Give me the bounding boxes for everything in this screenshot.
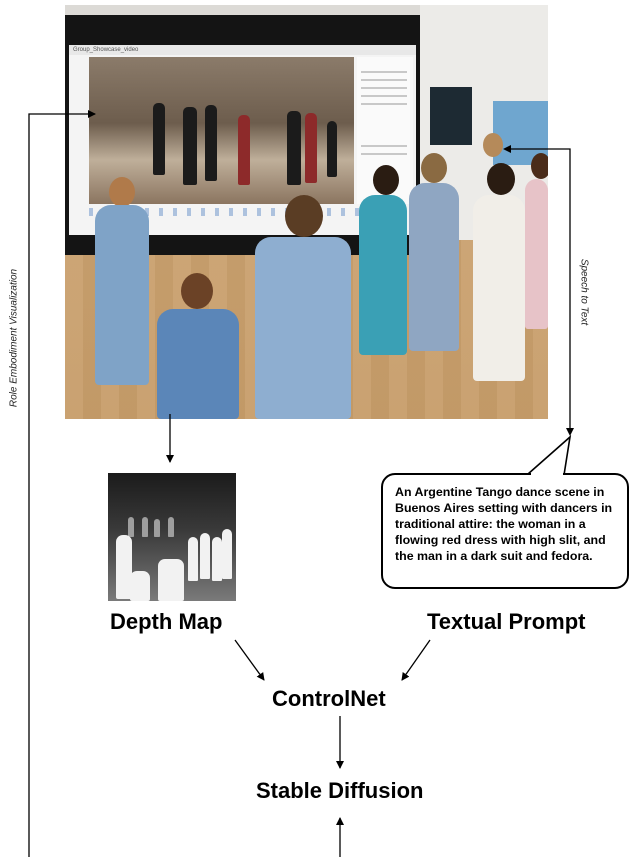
depth-silhouette [154, 519, 160, 537]
depth-silhouette [222, 529, 232, 579]
student-head [181, 273, 213, 309]
arrow-depth-to-controlnet [234, 639, 265, 681]
screen-toolbar [89, 208, 409, 216]
student [525, 179, 548, 329]
depth-silhouette [130, 571, 150, 601]
dancer-figure [153, 103, 165, 175]
textual-prompt-label: Textual Prompt [427, 609, 586, 634]
student-head [421, 153, 447, 183]
student-head [531, 153, 548, 179]
student-head [483, 133, 503, 157]
prompt-speech-bubble: An Argentine Tango dance scene in Buenos… [381, 473, 629, 589]
bubble-tail-joint [531, 473, 563, 477]
student-head [109, 177, 135, 207]
arrowhead-speech-end [566, 428, 574, 436]
depth-silhouette [168, 517, 174, 537]
classroom-photo: Group_Showcase_video [65, 5, 548, 419]
depth-silhouette [188, 537, 198, 581]
student [473, 195, 525, 381]
dancer-figure [205, 105, 217, 181]
panel-text-line [361, 71, 407, 73]
panel-text-line [361, 145, 407, 147]
dancer-figure [327, 121, 337, 177]
depth-silhouette [200, 533, 210, 579]
student [157, 309, 239, 419]
student-head [285, 195, 323, 237]
student [409, 183, 459, 351]
dancer-figure [183, 107, 197, 185]
arrow-role-embodiment-loop [28, 110, 96, 857]
student [95, 205, 149, 385]
dancer-figure [287, 111, 301, 185]
screen-title-bar: Group_Showcase_video [69, 45, 416, 55]
speech-to-text-label: Speech to Text [578, 258, 590, 326]
dancer-red-dress [238, 115, 250, 185]
student [255, 237, 351, 419]
depth-silhouette [142, 517, 148, 537]
arrow-prompt-to-controlnet [401, 639, 431, 681]
role-embodiment-label: Role Embodiment Visualization [8, 268, 20, 408]
student-head [487, 163, 515, 195]
depth-silhouette [212, 537, 222, 581]
panel-text-line [361, 87, 407, 89]
bubble-tail [525, 434, 572, 476]
panel-text-line [361, 103, 407, 105]
controlnet-label: ControlNet [272, 686, 386, 711]
depth-map-image [108, 473, 236, 601]
stable-diffusion-label: Stable Diffusion [256, 778, 424, 803]
arrowhead-speech-start [503, 145, 511, 153]
dancer-red-dress [305, 113, 317, 183]
depth-silhouette [128, 517, 134, 537]
depth-silhouette [158, 559, 184, 601]
prompt-text: An Argentine Tango dance scene in Buenos… [395, 485, 613, 563]
line-speech-to-text [508, 148, 571, 430]
panel-text-line [361, 79, 407, 81]
depth-map-label: Depth Map [110, 609, 223, 634]
depth-silhouette [116, 535, 132, 599]
student [359, 195, 407, 355]
student-head [373, 165, 399, 195]
panel-text-line [361, 153, 407, 155]
panel-text-line [361, 95, 407, 97]
speaker [430, 87, 472, 145]
